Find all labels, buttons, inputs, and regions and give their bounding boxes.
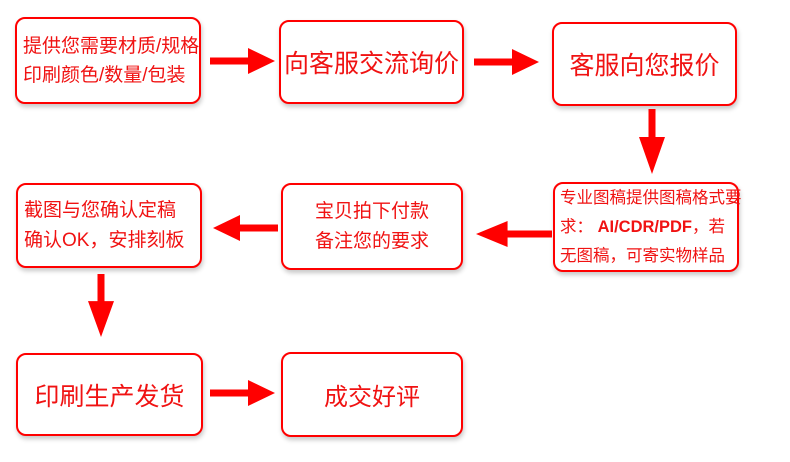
flow-step-quote: 客服向您报价 (552, 22, 737, 106)
arrow-right-icon (474, 49, 539, 75)
arrow-left-icon (476, 221, 552, 247)
flow-step-payment: 宝贝拍下付款 备注您的要求 (281, 183, 463, 270)
step-text-line: 印刷颜色/数量/包装 (23, 64, 186, 86)
step-text-line: 宝贝拍下付款 (314, 200, 429, 222)
step-text-line: 成交好评 (324, 384, 420, 411)
arrow-down-icon (639, 109, 665, 174)
step-text-line: 确认OK，安排刻板 (24, 229, 185, 251)
step-text-line: 向客服交流询价 (283, 50, 459, 78)
step-text-line: 无图稿，可寄实物样品 (560, 246, 725, 265)
step-text-line: 提供您需要材质/规格 (23, 35, 200, 57)
flow-step-production: 印刷生产发货 (16, 353, 203, 436)
flow-step-requirements: 提供您需要材质/规格 印刷颜色/数量/包装 (15, 17, 201, 104)
arrow-right-icon (210, 48, 275, 74)
arrow-down-icon (88, 274, 114, 337)
step-text-line: 专业图稿提供图稿格式要 (560, 188, 742, 207)
step-text-line: 截图与您确认定稿 (24, 199, 177, 221)
step-text-line: 客服向您报价 (569, 52, 720, 80)
flow-step-review: 成交好评 (281, 352, 463, 437)
flow-step-inquiry: 向客服交流询价 (279, 20, 464, 104)
step-text-segment: 求： (560, 217, 598, 236)
flow-step-confirmation: 截图与您确认定稿 确认OK，安排刻板 (16, 183, 202, 268)
step-text-segment-bold: AI/CDR/PDF (597, 217, 693, 236)
flow-step-artwork: 专业图稿提供图稿格式要 求： AI/CDR/PDF，若 无图稿，可寄实物样品 (553, 182, 742, 272)
step-text-line: 印刷生产发货 (34, 382, 185, 411)
step-text-segment: ，若 (692, 217, 726, 236)
arrow-left-icon (213, 215, 278, 241)
step-text-line: 备注您的要求 (314, 230, 429, 252)
step-text-line: 求： AI/CDR/PDF，若 (560, 213, 725, 242)
arrow-right-icon (210, 380, 275, 406)
